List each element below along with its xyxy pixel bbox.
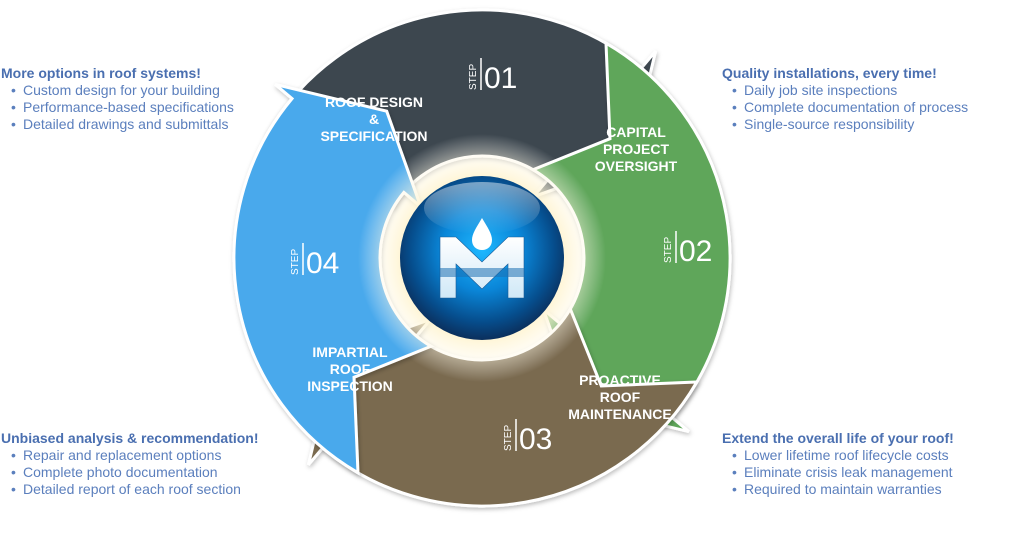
list-item: Daily job site inspections [732,82,968,99]
note-list: Daily job site inspections Complete docu… [722,82,968,133]
list-item: Repair and replacement options [11,447,259,464]
step-01-label: ROOF DESIGN&SPECIFICATION [320,94,427,144]
note-heading: Unbiased analysis & recommendation! [1,430,259,446]
list-item: Custom design for your building [11,82,234,99]
step-number: 04 [306,247,339,280]
orb-shine [424,182,540,234]
list-item: Complete documentation of process [732,99,968,116]
list-item: Performance-based specifications [11,99,234,116]
step-word: STEP [290,249,301,275]
maintenance-note: Extend the overall life of your roof! Lo… [722,430,954,498]
list-item: Eliminate crisis leak management [732,464,954,481]
step-number: 01 [484,62,517,95]
step-01-badge: STEP 01 [468,58,517,95]
capital-project-note: Quality installations, every time! Daily… [722,65,968,133]
list-item: Detailed drawings and submittals [11,116,234,133]
note-heading: Extend the overall life of your roof! [722,430,954,446]
step-word: STEP [663,237,674,263]
step-03-badge: STEP 03 [503,419,552,456]
list-item: Single-source responsibility [732,116,968,133]
step-02-badge: STEP 02 [663,231,712,268]
step-number: 02 [679,235,712,268]
list-item: Lower lifetime roof lifecycle costs [732,447,954,464]
list-item: Detailed report of each roof section [11,481,259,498]
step-word: STEP [503,425,514,451]
water-drop-m-logo-icon [439,218,525,299]
step-number: 03 [519,423,552,456]
cycle-arrows [232,8,732,508]
inspection-note: Unbiased analysis & recommendation! Repa… [1,430,259,498]
step-04-badge: STEP 04 [290,243,339,280]
note-list: Lower lifetime roof lifecycle costs Elim… [722,447,954,498]
note-list: Repair and replacement options Complete … [1,447,259,498]
step-word: STEP [468,64,479,90]
list-item: Complete photo documentation [11,464,259,481]
note-list: Custom design for your building Performa… [1,82,234,133]
note-heading: Quality installations, every time! [722,65,937,81]
roof-design-note: More options in roof systems! Custom des… [1,65,234,133]
note-heading: More options in roof systems! [1,65,201,81]
list-item: Required to maintain warranties [732,481,954,498]
